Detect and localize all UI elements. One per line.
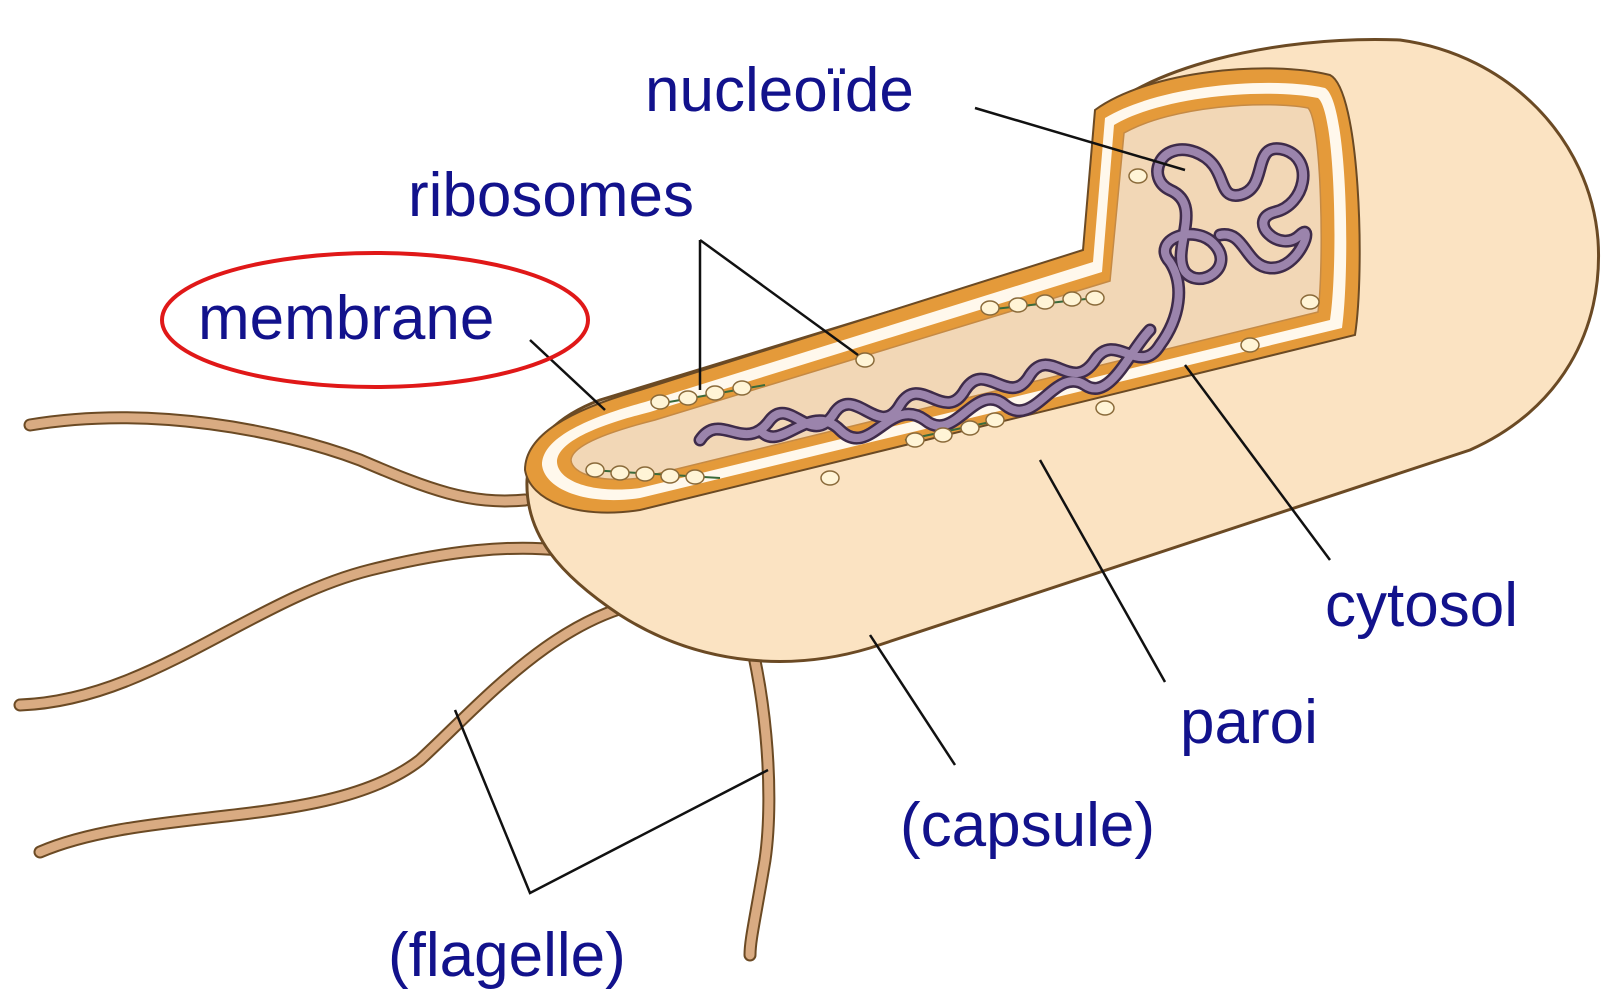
label-nucleoid: nucleoïde — [645, 60, 914, 122]
label-flagellum: (flagelle) — [388, 925, 626, 987]
flagellum-leader-line — [455, 710, 768, 893]
ribosomes-leader-line-2 — [700, 240, 858, 355]
label-cytosol: cytosol — [1325, 575, 1518, 637]
label-ribosomes: ribosomes — [408, 165, 694, 227]
capsule-leader-line — [870, 635, 955, 765]
label-wall: paroi — [1180, 692, 1318, 754]
label-membrane: membrane — [198, 288, 494, 350]
label-capsule: (capsule) — [900, 795, 1155, 857]
